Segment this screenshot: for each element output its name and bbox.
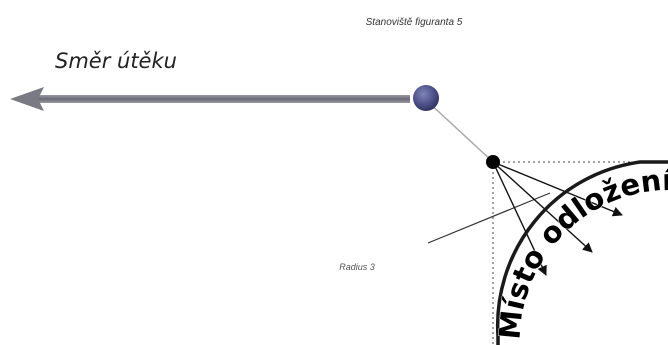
- station-point: [413, 85, 439, 111]
- radius-pointer-line: [427, 192, 551, 244]
- direction-label: Směr útěku: [55, 49, 177, 73]
- area-boundary-arc: [495, 160, 668, 345]
- direction-arrow-head: [10, 87, 44, 111]
- radius-arrows: [492, 161, 623, 276]
- radius-arrow-diagonal: [492, 161, 593, 253]
- dog-point: [486, 155, 500, 169]
- radius-arrow-right: [492, 161, 623, 217]
- connector-line: [425, 99, 494, 163]
- radius-label: Radius 3: [339, 262, 375, 272]
- station-label: Stanoviště figuranta 5: [366, 17, 463, 28]
- radius-arrow-down: [492, 161, 547, 276]
- direction-arrow: [10, 87, 410, 111]
- direction-arrow-shaft: [34, 95, 410, 103]
